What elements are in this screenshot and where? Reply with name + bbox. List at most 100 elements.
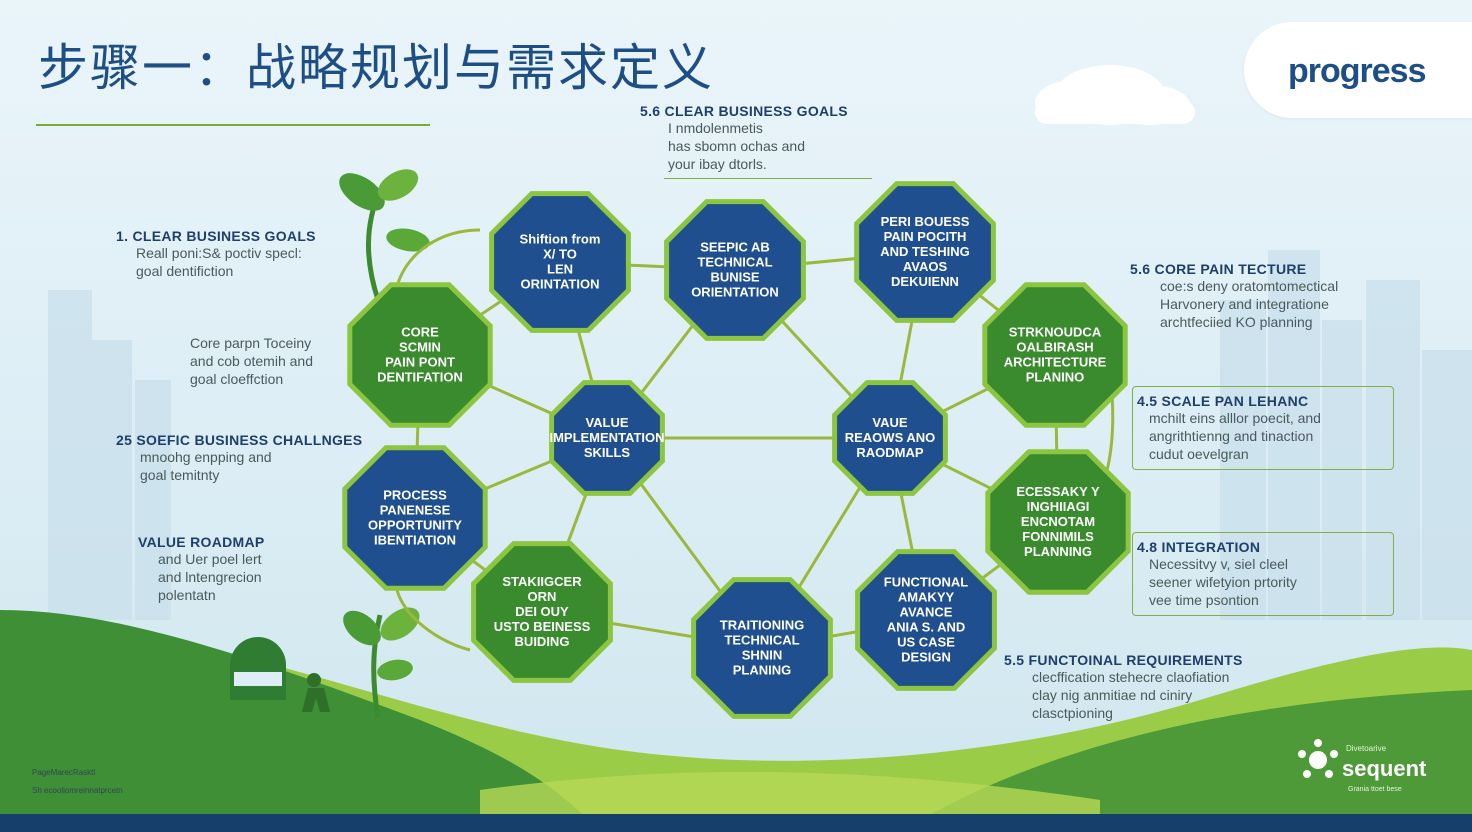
node-label: US CASE	[897, 635, 955, 650]
node-label: DEI OUY	[515, 604, 569, 619]
annotation-line: Reall poni:S& poctiv specl:	[136, 245, 302, 261]
annotation-heading: 5.6 CORE PAIN TECTURE	[1130, 261, 1307, 277]
node-label: FUNCTIONAL	[884, 575, 969, 590]
node-label: ANIA S. AND	[887, 620, 965, 635]
node-label: PAIN POCITH	[884, 229, 967, 244]
annotation-line: mnoohg enpping and	[140, 449, 272, 465]
node-label: AMAKYY	[898, 590, 955, 605]
node-label: PROCESS	[383, 488, 447, 503]
node-label: PLANNING	[1024, 544, 1092, 559]
node-label: PLANINO	[1026, 370, 1085, 385]
annotation-line: mchilt eins alllor poecit, and	[1149, 410, 1321, 426]
node-label: ORN	[528, 589, 557, 604]
node-label: PERI BOUESS	[881, 214, 970, 229]
node-shape	[982, 282, 1128, 428]
sequent-logo-icon	[1298, 739, 1338, 778]
node-shape	[854, 181, 996, 323]
sequent-logo-subline: Grania ttoet bese	[1348, 786, 1402, 793]
node-label: CORE	[401, 325, 439, 340]
sequent-logo: Divetoarive sequent Grania ttoet bese	[1296, 738, 1446, 802]
node-label: OPPORTUNITY	[368, 518, 462, 533]
node-label: FONNIMILS	[1022, 529, 1094, 544]
right-annotation-5: 5.5 FUNCTOINAL REQUIREMENTS clecfficatio…	[1004, 652, 1243, 722]
annotation-line: seener wifetyion prtority	[1149, 574, 1297, 590]
annotation-heading: 1. CLEAR BUSINESS GOALS	[116, 228, 316, 244]
node-label: ORINTATION	[521, 277, 600, 292]
node-label: Shiftion from	[520, 232, 601, 247]
annotation-line: vee time psontion	[1149, 592, 1259, 608]
node-label: DENTIFATION	[377, 370, 463, 385]
right-annotation-3: 4.5 SCALE PAN LEHANC mchilt eins alllor …	[1132, 386, 1394, 470]
annotation-line: Necessitvy v, siel cleel	[1149, 556, 1289, 572]
annotation-line: archtfeciied KO planning	[1160, 314, 1313, 330]
node-label: ARCHITECTURE	[1004, 355, 1107, 370]
annotation-line: your ibay dtorls.	[668, 156, 767, 172]
annotation-leader-line	[664, 178, 872, 179]
node-label: SHNIN	[742, 648, 782, 663]
node-label: PLANING	[733, 663, 792, 678]
annotation-line: goal temitnty	[140, 467, 220, 483]
annotation-line: clasctpioning	[1032, 705, 1113, 721]
annotation-line: cudut oevelgran	[1149, 446, 1249, 462]
node-shape	[489, 191, 631, 333]
annotation-heading: 5.6 CLEAR BUSINESS GOALS	[640, 103, 848, 119]
node-label: TECHNICAL	[697, 255, 772, 270]
annotation-line: has sbomn ochas and	[668, 138, 805, 154]
node-shape	[664, 199, 806, 341]
node-shape	[549, 380, 665, 496]
node-label: BUNISE	[710, 270, 759, 285]
node-label: DEKUIENN	[891, 274, 959, 289]
node-label: X/ TO	[543, 247, 577, 262]
node-label: LEN	[547, 262, 573, 277]
node-label: STRKNOUDCA	[1009, 325, 1102, 340]
footer-text-1: PageMarecRasktl	[32, 768, 96, 777]
node-label: TECHNICAL	[724, 633, 799, 648]
node-label: IMPLEMENTATION	[549, 430, 664, 445]
annotation-heading: 5.5 FUNCTOINAL REQUIREMENTS	[1004, 652, 1243, 668]
annotation-line: goal dentifiction	[136, 263, 234, 279]
node-label: SEEPIC AB	[700, 240, 770, 255]
node-label: BUIDING	[515, 634, 570, 649]
annotation-line: I nmdolenmetis	[668, 120, 763, 136]
node-label: USTO BEINESS	[494, 619, 591, 634]
annotation-line: Harvonery and integratione	[1160, 296, 1329, 312]
node-label: TRAITIONING	[720, 618, 805, 633]
annotation-heading: 4.8 INTEGRATION	[1137, 539, 1261, 555]
node-shape	[691, 577, 833, 719]
node-label: ECESSAKY Y	[1016, 484, 1100, 499]
left-annotation-3: 25 SOEFIC BUSINESS CHALLNGES mnoohg enpp…	[116, 432, 362, 484]
annotation-line: clay nig anmitiae nd ciniry	[1032, 687, 1193, 703]
node-label: OALBIRASH	[1016, 340, 1093, 355]
node-label: REAOWS ANO	[845, 430, 936, 445]
node-label: PAIN PONT	[385, 355, 455, 370]
node-label: INGHIIAGI	[1027, 499, 1090, 514]
annotation-heading: 25 SOEFIC BUSINESS CHALLNGES	[116, 432, 363, 448]
node-label: PANENESE	[380, 503, 451, 518]
node-shape	[471, 541, 613, 683]
annotation-line: and lntengrecion	[158, 569, 262, 585]
sequent-logo-tagline: Divetoarive	[1346, 744, 1387, 753]
left-annotation-1: 1. CLEAR BUSINESS GOALS Reall poni:S& po…	[116, 228, 316, 280]
node-shape	[347, 282, 493, 428]
node-label: VAUE	[872, 415, 907, 430]
node-label: AND TESHING	[880, 244, 970, 259]
annotation-heading: 4.5 SCALE PAN LEHANC	[1137, 393, 1309, 409]
annotation-line: and cob otemih and	[190, 353, 313, 369]
annotation-heading: VALUE ROADMAP	[138, 534, 265, 550]
node-shape	[985, 449, 1131, 595]
sequent-logo-text: sequent	[1342, 756, 1427, 781]
left-annotation-2: Core parpn Toceiny and cob otemih and go…	[190, 334, 313, 388]
node-label: DESIGN	[901, 650, 951, 665]
node-label: ENCNOTAM	[1021, 514, 1095, 529]
node-label: SCMIN	[399, 340, 441, 355]
bottom-bar	[0, 814, 1472, 832]
